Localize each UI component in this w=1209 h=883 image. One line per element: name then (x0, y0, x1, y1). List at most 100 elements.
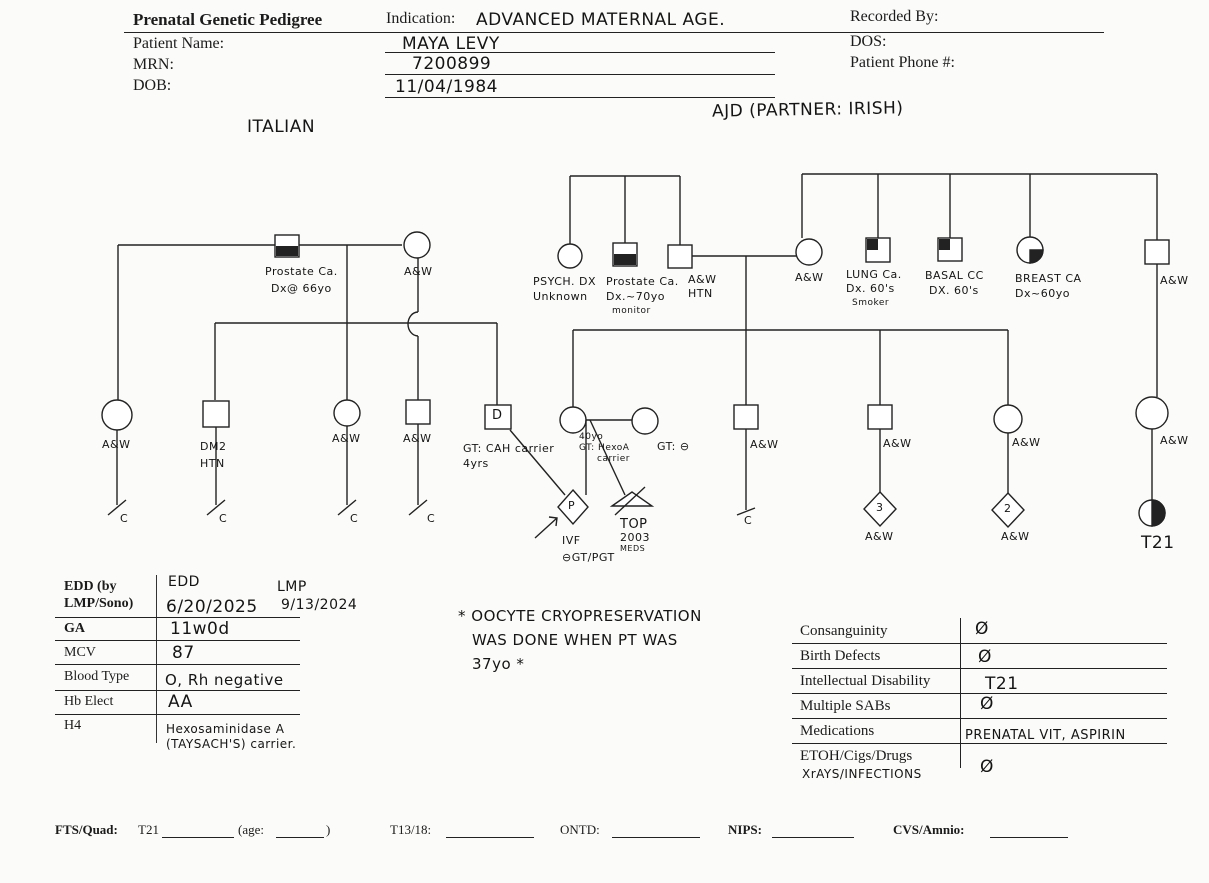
paternal-grandfather-symbol (667, 244, 693, 269)
lung-label: LUNG Ca.Dx. 60's Smoker (846, 268, 902, 308)
aunt1-symbol (101, 399, 133, 431)
partner-note: GT: ⊖ (657, 440, 690, 453)
dos-label: DOS: (850, 33, 887, 50)
dob-line (385, 97, 775, 98)
far-uncle-symbol (1144, 239, 1170, 265)
cousin-right-label: A&W (1160, 434, 1189, 447)
mrn-value[interactable]: 7200899 (412, 54, 492, 74)
mcv-value[interactable]: 87 (172, 643, 195, 663)
gm-mat-label: A&W (404, 265, 433, 278)
partner-symbol (631, 407, 659, 435)
patient-name-value[interactable]: MAYA LEVY (402, 34, 500, 54)
edd-label: EDD (by LMP/Sono) (64, 579, 134, 611)
oocyte-note: * OOCYTE CRYOPRESERVATION WAS DONE WHEN … (458, 607, 702, 673)
mcv-label: MCV (64, 645, 96, 660)
fts-t21-label: T21 (138, 822, 159, 837)
gm-pat-label: A&W (795, 271, 824, 284)
multiple-sabs-label: Multiple SABs (800, 698, 891, 714)
consanguinity-label: Consanguinity (800, 623, 888, 639)
c-marker-4: C (427, 512, 436, 525)
uncle-dm2-symbol (202, 400, 230, 428)
birth-defects-label: Birth Defects (800, 648, 881, 664)
c-marker-5: C (744, 514, 753, 527)
paternal-sib2-symbol (867, 404, 893, 430)
blood-type-value[interactable]: O, Rh negative (165, 671, 284, 689)
dob-value[interactable]: 11/04/1984 (395, 77, 498, 97)
edd-caption: EDD (168, 574, 200, 590)
d-symbol (484, 404, 512, 430)
fts-age-field[interactable] (276, 837, 324, 838)
medications-value[interactable]: PRENATAL VIT, ASPIRIN (965, 728, 1126, 743)
lmp-value[interactable]: 9/13/2024 (281, 597, 358, 613)
cousin-right-symbol (1135, 396, 1169, 430)
cvs-field[interactable] (990, 837, 1068, 838)
pregnancy-p-symbol (557, 488, 589, 526)
intellectual-disability-label: Intellectual Disability (800, 673, 931, 689)
fts-label: FTS/Quad: (55, 822, 118, 837)
birth-defects-value[interactable]: Ø (978, 647, 992, 667)
aunt1-label: A&W (102, 438, 131, 451)
uncle2-label: A&W (403, 432, 432, 445)
maternal-ancestry: ITALIAN (247, 117, 316, 137)
p-symbol-letter: P (568, 499, 576, 512)
form-title: Prenatal Genetic Pedigree (133, 10, 323, 29)
diamond-2-symbol (991, 491, 1025, 529)
d-symbol-letter: D (492, 408, 503, 423)
diamond-3-label: 3 (876, 501, 884, 514)
t13-field[interactable] (446, 837, 534, 838)
c-marker-3: C (350, 512, 359, 525)
paternal-grandmother-symbol (795, 238, 823, 266)
nips-label: NIPS: (728, 822, 762, 837)
blood-type-label: Blood Type (64, 669, 130, 684)
mrn-label: MRN: (133, 56, 174, 73)
diamond-2-aw: A&W (1001, 530, 1030, 543)
ivf-label: IVF⊖GT/PGT (562, 534, 615, 564)
c-marker-2: C (219, 512, 228, 525)
nips-field[interactable] (772, 837, 854, 838)
prostate-pat-label: Prostate Ca.Dx.~70yo monitor (606, 275, 679, 316)
hb-elect-value[interactable]: AA (168, 692, 193, 712)
ontd-field[interactable] (612, 837, 700, 838)
intellectual-disability-value[interactable]: T21 (985, 674, 1019, 694)
dob-label: DOB: (133, 77, 172, 94)
ga-value[interactable]: 11w0d (170, 619, 230, 639)
aunt2-label: A&W (332, 432, 361, 445)
multiple-sabs-value[interactable]: Ø (980, 694, 994, 714)
maternal-grandmother-symbol (403, 231, 431, 259)
header-rule (124, 32, 1104, 33)
diamond-3-aw: A&W (865, 530, 894, 543)
indication-value[interactable]: ADVANCED MATERNAL AGE. (476, 10, 726, 30)
lmp-caption: LMP (277, 579, 307, 595)
uncle2-symbol (405, 399, 431, 425)
fts-age-label: (age: (238, 822, 264, 837)
t21-label: T21 (1141, 533, 1175, 553)
patient-symbol (559, 406, 587, 434)
fts-age-close: ) (326, 822, 331, 837)
patient-name-line (385, 52, 775, 53)
sib-pat1-label: A&W (750, 438, 779, 451)
h4-value[interactable]: Hexosaminidase A (TAYSACH'S) carrier. (166, 722, 297, 751)
etoh-value[interactable]: Ø (980, 757, 994, 777)
left-table-labels (55, 575, 157, 743)
gf-mat-label: Prostate Ca.Dx@ 66yo (265, 265, 338, 295)
hb-elect-label: Hb Elect (64, 694, 114, 709)
psych-sibling-symbol (557, 243, 583, 269)
c-marker-1: C (120, 512, 129, 525)
fts-t21-field[interactable] (162, 837, 234, 838)
etoh-label: ETOH/Cigs/Drugs (800, 748, 913, 764)
far-uncle-label: A&W (1160, 274, 1189, 287)
consanguinity-value[interactable]: Ø (975, 619, 989, 639)
paternal-sib3-symbol (993, 404, 1023, 434)
edd-value[interactable]: 6/20/2025 (166, 597, 258, 617)
medications-label: Medications (800, 723, 875, 739)
indication-label: Indication: (386, 10, 456, 27)
